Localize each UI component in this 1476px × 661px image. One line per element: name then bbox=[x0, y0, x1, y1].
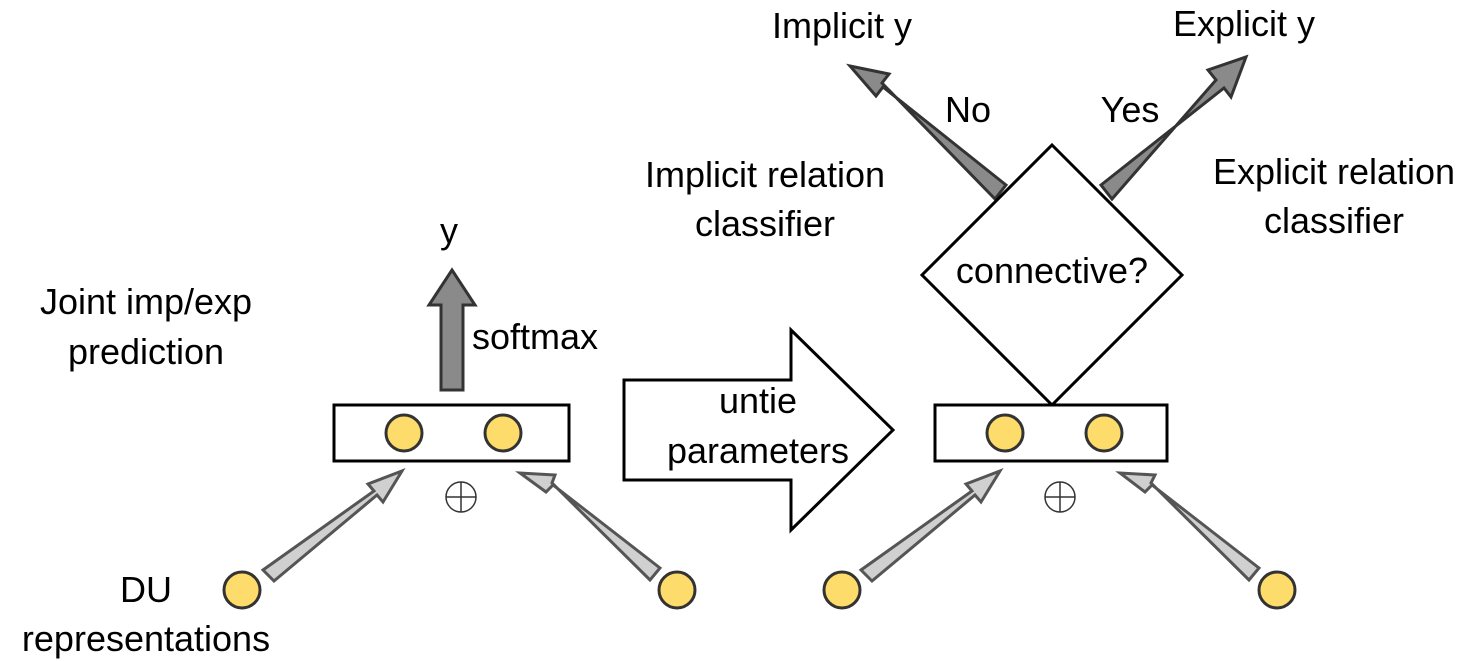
separate-du-node-2 bbox=[1257, 570, 1297, 610]
softmax-arrow bbox=[426, 267, 478, 392]
explicit-classifier-line1: Explicit relation bbox=[1213, 151, 1455, 192]
joint-input-arrow-right bbox=[515, 471, 663, 583]
separate-du-node-1 bbox=[822, 570, 862, 610]
separate-combine-symbol bbox=[1044, 481, 1076, 513]
joint-combine-symbol bbox=[445, 481, 477, 513]
connective-label: connective? bbox=[956, 250, 1148, 291]
joint-title-line2: prediction bbox=[68, 331, 224, 372]
no-label: No bbox=[945, 89, 991, 130]
separate-hidden-layer bbox=[933, 403, 1169, 463]
untie-parameters-arrow bbox=[622, 326, 896, 534]
joint-hidden-layer bbox=[332, 403, 571, 463]
explicit-classifier-line2: classifier bbox=[1264, 200, 1404, 241]
untie-label-line1: untie bbox=[719, 380, 797, 421]
joint-du-node-1 bbox=[222, 570, 262, 610]
du-label-line1: DU bbox=[120, 569, 172, 610]
implicit-branch-arrow bbox=[845, 63, 1009, 202]
separate-input-arrow-left bbox=[858, 468, 1004, 584]
implicit-output-label: Implicit y bbox=[772, 5, 912, 46]
separate-input-arrow-right bbox=[1115, 471, 1262, 583]
joint-hidden-unit-1 bbox=[384, 413, 424, 453]
joint-du-node-2 bbox=[657, 570, 697, 610]
explicit-output-label: Explicit y bbox=[1173, 3, 1315, 44]
untie-label-line2: parameters bbox=[667, 430, 849, 471]
separate-hidden-unit-1 bbox=[985, 413, 1025, 453]
yes-label: Yes bbox=[1101, 89, 1160, 130]
implicit-classifier-line1: Implicit relation bbox=[645, 154, 885, 195]
softmax-label: softmax bbox=[472, 316, 598, 357]
joint-title-line1: Joint imp/exp bbox=[40, 281, 252, 322]
explicit-branch-arrow bbox=[1098, 54, 1249, 202]
joint-input-arrow-left bbox=[260, 468, 406, 584]
du-label-line2: representations bbox=[22, 618, 270, 659]
separate-hidden-unit-2 bbox=[1084, 413, 1124, 453]
joint-output-y-label: y bbox=[440, 210, 458, 251]
joint-hidden-unit-2 bbox=[483, 413, 523, 453]
implicit-classifier-line2: classifier bbox=[695, 203, 835, 244]
